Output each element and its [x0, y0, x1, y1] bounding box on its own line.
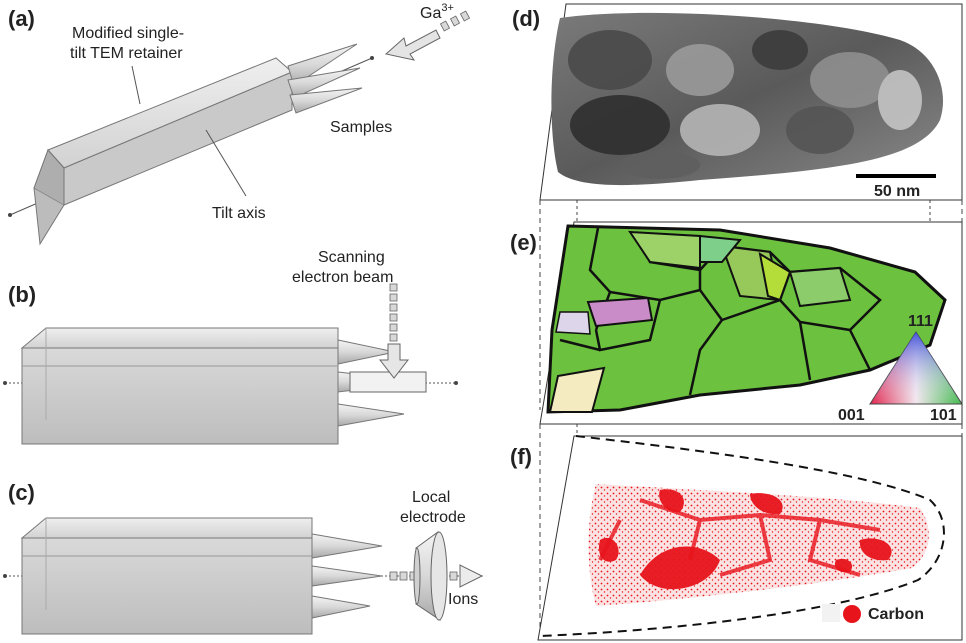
panel-c-label: (c): [8, 480, 35, 505]
tip-outline: [539, 435, 945, 637]
axis-end-dot: [8, 213, 12, 217]
grain-yellow: [548, 366, 606, 413]
local-electrode: [413, 531, 448, 621]
sample-cone: [337, 403, 405, 427]
ipf-label-001: 001: [838, 407, 865, 424]
panel-e: (e) 111 001 101: [510, 221, 963, 425]
grain-lightgreen: [628, 230, 701, 270]
carbon-legend-label: Carbon: [868, 606, 924, 623]
retainer-top-face: [20, 517, 313, 539]
retainer-label-line1: Modified single-: [72, 25, 184, 42]
axis-end-dot: [454, 381, 458, 385]
panel-e-label: (e): [510, 230, 537, 255]
panel-f: (f) Carbon: [510, 435, 963, 641]
retainer-leader-line: [131, 65, 141, 105]
retainer-top-face: [20, 327, 339, 349]
ipf-label-111: 111: [908, 313, 933, 330]
ions-label: Ions: [448, 591, 478, 608]
axis-end-dot: [370, 56, 374, 60]
grain-yellowgreen: [758, 251, 792, 302]
carbon-network: [598, 498, 881, 577]
ion-beam-arrow: [384, 10, 471, 61]
beam-label-line2: electron beam: [292, 269, 393, 286]
sample-cone: [311, 533, 383, 559]
panel-a-label: (a): [8, 6, 35, 31]
panel-b: (b) Scanning electron beam: [3, 249, 458, 445]
ipf-color-key: 111 001 101: [838, 313, 963, 424]
ipf-label-101: 101: [930, 407, 957, 424]
ion-label: Ga3+: [420, 2, 454, 22]
tem-grains: [568, 30, 922, 179]
panel-d: (d) 50 nm: [512, 3, 963, 201]
sample-cone: [287, 43, 358, 87]
carbon-legend-marker: [843, 605, 861, 623]
retainer-side-face: [21, 347, 339, 445]
panel-c: (c) Local electrode Ions: [3, 480, 484, 635]
tilt-axis-leader-line: [205, 129, 247, 197]
retainer-side-face: [21, 537, 313, 635]
panel-a: (a) Ga3+ Modified single- tilt TEM retai…: [8, 2, 471, 246]
electrode-label-line2: electrode: [400, 509, 466, 526]
sample-cone: [287, 67, 361, 99]
samples-label: Samples: [330, 119, 392, 136]
electrode-label-line1: Local: [412, 489, 450, 506]
scale-bar-label: 50 nm: [874, 183, 920, 200]
grain-green: [788, 266, 852, 308]
lamella: [349, 371, 427, 393]
grain-lavender: [555, 311, 591, 335]
sample-cone: [311, 565, 383, 587]
axis-end-dot: [3, 574, 7, 578]
panel-f-label: (f): [510, 444, 532, 469]
sample-cone: [289, 87, 363, 114]
grain-teal: [699, 234, 742, 263]
beam-label-line1: Scanning: [318, 249, 385, 266]
panel-b-label: (b): [8, 282, 36, 307]
tilt-axis-label: Tilt axis: [212, 205, 266, 222]
electron-beam-arrow: [378, 283, 410, 379]
sample-cone: [337, 339, 396, 365]
axis-end-dot: [3, 381, 7, 385]
grain-purple: [586, 296, 654, 328]
sample-cone: [311, 595, 371, 619]
panel-d-label: (d): [512, 6, 540, 31]
legend-swatch-bg: [822, 604, 840, 622]
retainer-end-shade: [33, 149, 65, 206]
retainer-label-line2: tilt TEM retainer: [70, 45, 183, 62]
